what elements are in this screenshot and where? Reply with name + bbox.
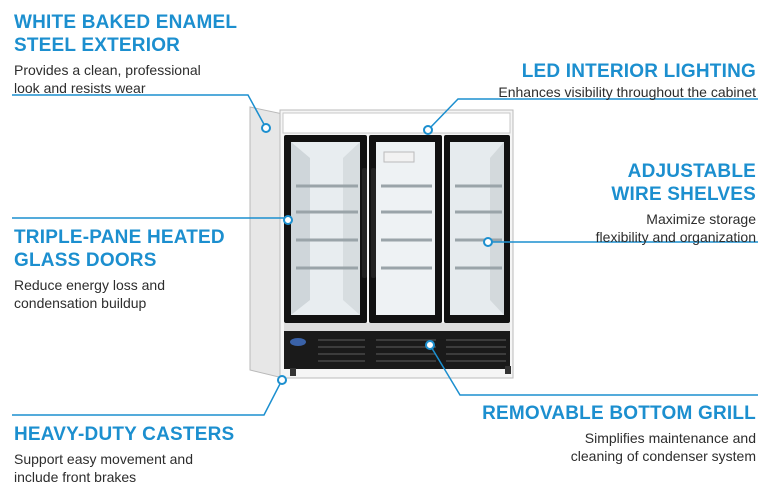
feature-title: LED INTERIOR LIGHTING [521, 61, 756, 82]
callout-grill: REMOVABLE BOTTOM GRILL Simplifies mainte… [482, 402, 756, 465]
feature-desc: Maximize storage [646, 211, 756, 227]
callout-casters: HEAVY-DUTY CASTERS Support easy movement… [14, 423, 234, 486]
feature-desc: include front brakes [14, 469, 137, 485]
feature-desc: Support easy movement and [14, 451, 193, 467]
feature-desc: Enhances visibility throughout the cabin… [498, 84, 756, 100]
feature-title: REMOVABLE BOTTOM GRILL [482, 403, 756, 424]
callout-lighting: LED INTERIOR LIGHTING Enhances visibilit… [498, 60, 756, 101]
callout-shelves: ADJUSTABLE WIRE SHELVES Maximize storage… [596, 160, 756, 246]
feature-title: WIRE SHELVES [611, 184, 756, 205]
callout-doors: TRIPLE-PANE HEATED GLASS DOORS Reduce en… [14, 226, 225, 312]
feature-title: TRIPLE-PANE HEATED [14, 227, 225, 248]
feature-desc: cleaning of condenser system [570, 448, 756, 464]
feature-desc: Provides a clean, professional [14, 62, 201, 78]
callout-exterior: WHITE BAKED ENAMEL STEEL EXTERIOR Provid… [14, 11, 237, 97]
feature-desc: Reduce energy loss and [14, 277, 165, 293]
feature-desc: look and resists wear [14, 80, 146, 96]
feature-title: GLASS DOORS [14, 250, 157, 271]
feature-desc: Simplifies maintenance and [584, 430, 756, 446]
feature-title: ADJUSTABLE [627, 161, 756, 182]
feature-title: STEEL EXTERIOR [14, 35, 181, 56]
feature-desc: condensation buildup [14, 295, 147, 311]
feature-title: WHITE BAKED ENAMEL [14, 12, 238, 33]
feature-desc: flexibility and organization [595, 229, 756, 245]
feature-title: HEAVY-DUTY CASTERS [14, 424, 235, 445]
